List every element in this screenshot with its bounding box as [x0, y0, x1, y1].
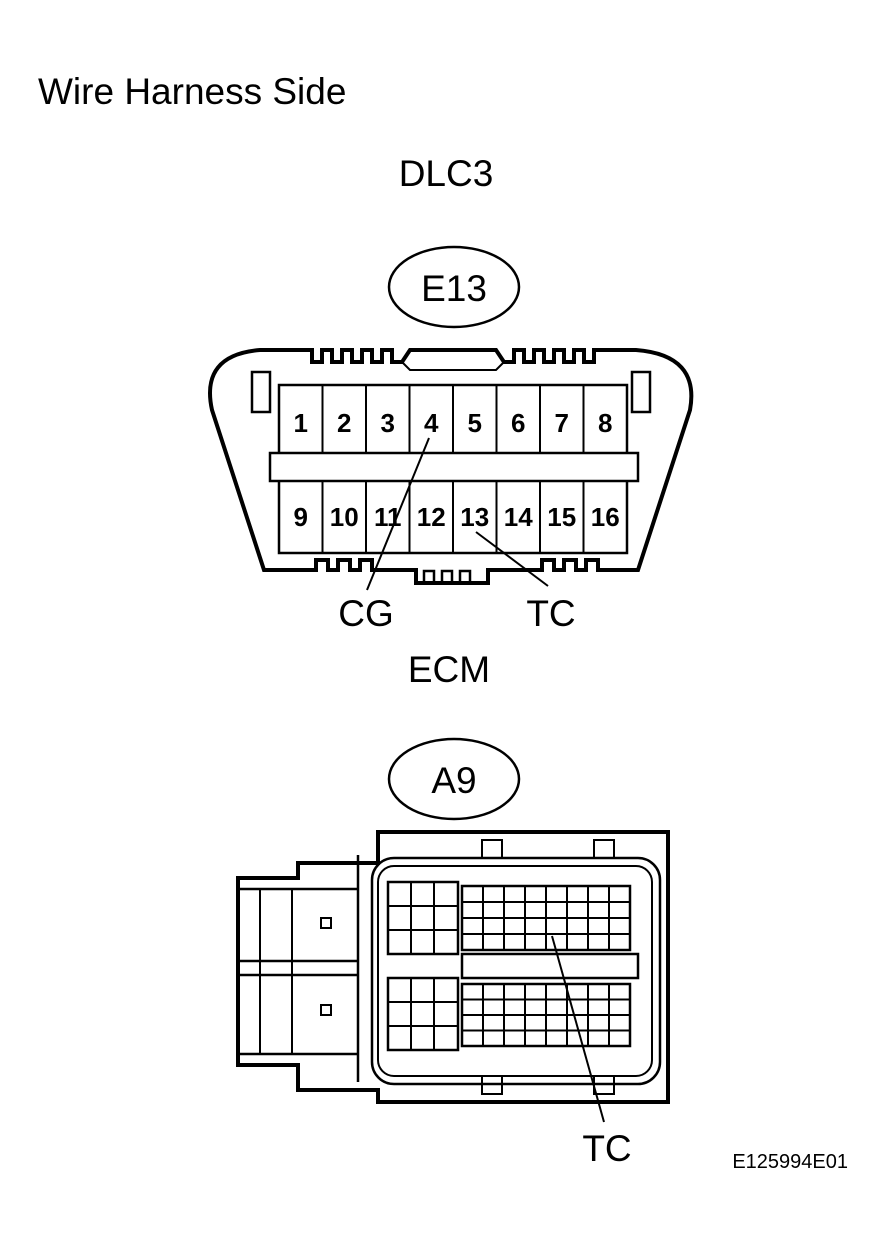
ecm-connector-body [236, 830, 670, 1104]
ecm-tc-callout-label: TC [582, 1128, 631, 1169]
dlc3-pin: 5 [468, 408, 482, 438]
cg-callout-label: CG [338, 593, 394, 634]
tc-leader-line [475, 531, 549, 587]
cg-leader-line [366, 437, 430, 591]
dlc3-pin: 15 [547, 502, 576, 532]
ecm-connector-code: A9 [431, 760, 476, 801]
dlc3-pin: 2 [337, 408, 351, 438]
dlc3-pin: 1 [294, 408, 308, 438]
ecm-label: ECM [408, 649, 490, 690]
dlc3-pin-cg: 4 [424, 408, 439, 438]
tc-callout-label: TC [526, 593, 575, 634]
dlc3-pin: 9 [294, 502, 308, 532]
page-title: Wire Harness Side [38, 71, 346, 112]
dlc3-pin: 3 [381, 408, 395, 438]
dlc3-pins-bottom: 9 10 11 12 13 14 15 16 [294, 502, 620, 532]
dlc3-pin: 14 [504, 502, 533, 532]
dlc3-pin: 16 [591, 502, 620, 532]
dlc3-connector-code: E13 [421, 268, 487, 309]
dlc3-connector-body [208, 348, 694, 585]
figure-id: E125994E01 [732, 1151, 848, 1173]
ecm-connector-code-badge: A9 [387, 737, 521, 821]
dlc3-label: DLC3 [399, 153, 494, 194]
dlc3-pin: 8 [598, 408, 612, 438]
dlc3-pin: 7 [555, 408, 569, 438]
dlc3-connector-code-badge: E13 [387, 245, 521, 329]
dlc3-pins-top: 1 2 3 4 5 6 7 8 [294, 408, 613, 438]
dlc3-pin: 12 [417, 502, 446, 532]
dlc3-pin-tc: 13 [460, 502, 489, 532]
dlc3-pin: 6 [511, 408, 525, 438]
ecm-tc-leader-line [551, 935, 605, 1123]
dlc3-pin: 10 [330, 502, 359, 532]
